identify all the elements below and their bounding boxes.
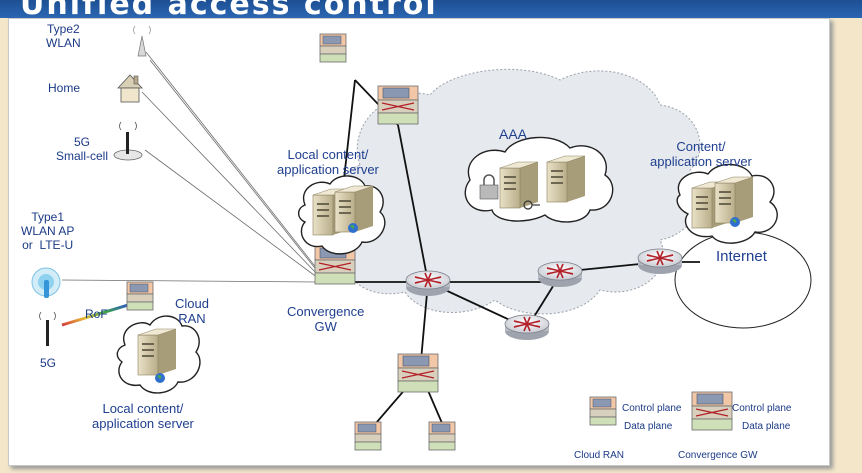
rof-link [61,303,129,327]
label-rof: RoF [85,307,108,321]
label-local-content-bottom: Local content/ application server [92,401,194,431]
server-icon [137,328,177,376]
label-type2-wlan: Type2 WLAN [46,22,81,50]
server-icon [546,155,586,203]
core-router-bottom [504,314,550,341]
fiveg-antenna-icon [39,311,56,346]
legend-convergence-gw-icon [691,391,733,431]
legend-cloud-ran-icon [589,396,617,426]
label-content-server: Content/ application server [650,139,752,169]
title-bar: Unified access control [0,0,862,22]
legend-data-plane-2: Data plane [742,421,791,432]
convergence-node-top [377,85,419,125]
type1-wifi-icon [31,267,61,298]
access-links [61,51,319,283]
label-5g: 5G [40,356,57,370]
cloud-ran-node-top [319,33,347,63]
label-cloud-ran: Cloud RAN [175,296,209,326]
legend-data-plane: Data plane [624,421,673,432]
home-icon [117,74,143,103]
convergence-node-bottom [397,353,439,393]
core-router-right [537,261,583,288]
cloud-ran-node [126,281,154,311]
small-cell-antenna-icon [113,121,143,161]
core-router-center [405,270,451,297]
lock-icon [479,174,499,200]
label-home: Home [48,81,81,95]
label-local-content-top: Local content/ application server [277,147,379,177]
cloud-ran-node-bottom-left [354,421,382,451]
core-router-far-right [637,248,683,275]
legend-control-plane-2: Control plane [732,403,792,414]
label-convergence-gw: Convergence GW [287,304,365,334]
cloud-ran-node-bottom-right [428,421,456,451]
label-internet: Internet [716,248,767,265]
type2-wlan-antenna-icon [133,25,151,57]
internet-ellipse [674,231,812,329]
label-small-cell: 5G Small-cell [56,135,109,163]
globe-icon [155,373,165,383]
legend-convergence-gw: Convergence GW [678,450,758,461]
globe-icon [348,223,358,233]
label-aaa: AAA [499,126,528,142]
server-icon [714,176,754,224]
legend-control-plane: Control plane [622,403,682,414]
slide-title: Unified access control [20,0,438,22]
globe-icon [730,217,740,227]
label-type1: Type1 WLAN AP or LTE-U [21,210,75,252]
key-icon [523,200,540,210]
server-icon [499,161,539,209]
legend-cloud-ran: Cloud RAN [574,450,625,461]
